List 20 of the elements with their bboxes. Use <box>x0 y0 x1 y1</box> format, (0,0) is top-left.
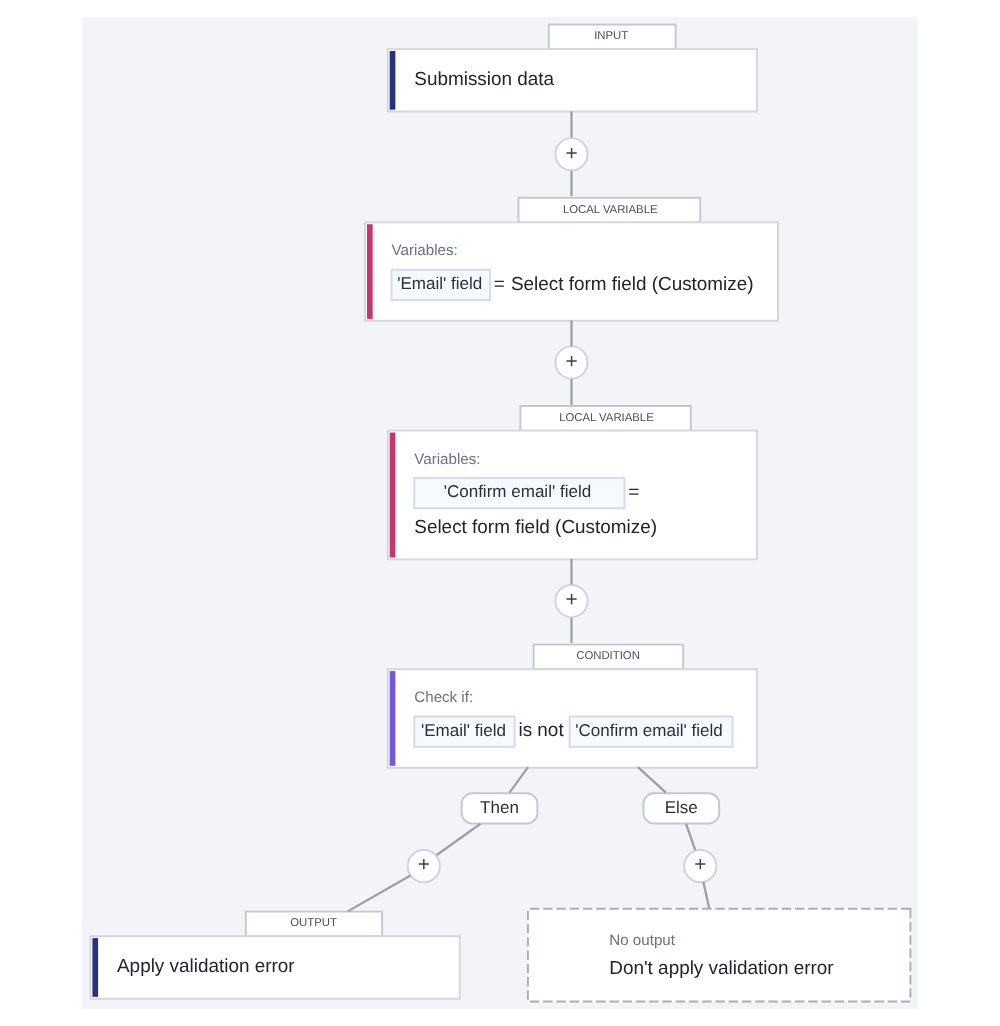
connector <box>570 379 573 405</box>
connector <box>637 766 667 794</box>
connector <box>570 558 573 585</box>
node-circle: + <box>406 849 441 884</box>
connector <box>685 823 697 851</box>
connector <box>570 170 573 196</box>
connector <box>570 320 573 347</box>
connector <box>570 617 573 643</box>
node-box: No output Don't apply validation error <box>527 907 912 1003</box>
connector <box>436 822 482 856</box>
node-circle: + <box>683 849 718 884</box>
node-circle: + <box>554 137 589 172</box>
connector <box>702 881 711 909</box>
node-box: Then <box>460 792 539 825</box>
connector <box>570 111 573 138</box>
node-circle: + <box>554 584 589 619</box>
node-circle: + <box>554 345 589 380</box>
connector <box>347 874 412 913</box>
connector <box>508 766 529 794</box>
node-box: Else <box>642 792 721 825</box>
